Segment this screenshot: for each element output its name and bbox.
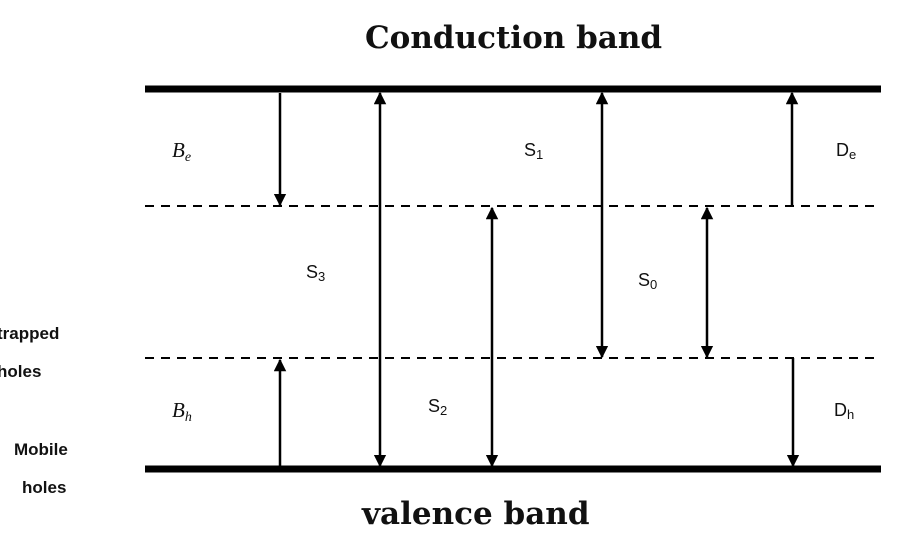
label-main: B	[172, 398, 185, 422]
conduction-band-title: Conduction band	[365, 20, 663, 56]
label-sub: 2	[440, 403, 448, 418]
label-main: D	[834, 400, 847, 420]
label-S1: S1	[524, 140, 543, 162]
label-sub: 3	[318, 269, 326, 284]
label-sub: e	[184, 150, 192, 165]
label-main: S	[524, 140, 537, 160]
label-S0: S0	[638, 270, 657, 292]
label-sub: 0	[650, 277, 658, 292]
label-sub: e	[849, 147, 857, 162]
label-De: De	[836, 140, 856, 162]
label-Bh: Bh	[172, 398, 192, 426]
mobile-holes-label: Mobile holes	[14, 431, 68, 507]
label-main: S	[428, 396, 441, 416]
trapped-holes-label: trapped holes	[0, 315, 59, 391]
label-line: trapped	[0, 324, 60, 343]
label-sub: 1	[536, 147, 544, 162]
valence-band-title: valence band	[362, 496, 590, 532]
label-sub: h	[184, 410, 192, 425]
label-main: S	[638, 270, 651, 290]
label-main: D	[836, 140, 849, 160]
label-sub: h	[847, 407, 855, 422]
label-main: B	[172, 138, 185, 162]
label-line: holes	[22, 478, 67, 497]
label-main: S	[306, 262, 319, 282]
label-S2: S2	[428, 396, 447, 418]
label-Be: Be	[172, 138, 191, 166]
label-S3: S3	[306, 262, 325, 284]
label-line: holes	[0, 362, 42, 381]
label-Dh: Dh	[834, 400, 854, 422]
label-line: Mobile	[14, 440, 68, 459]
